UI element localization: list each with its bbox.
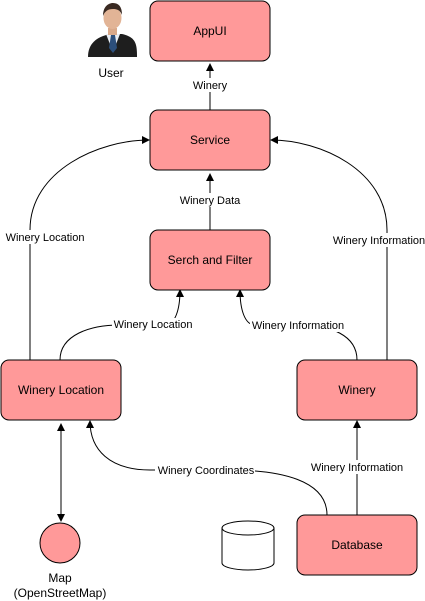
node-service: Service xyxy=(149,109,271,171)
edge-label-service-to-appui: Winery xyxy=(190,78,230,92)
edge-label-database-to-winery: Winery Information xyxy=(308,460,406,474)
svg-text:Winery Data: Winery Data xyxy=(180,195,241,207)
svg-text:Winery: Winery xyxy=(338,383,375,397)
map-sublabel: (OpenStreetMap) xyxy=(14,586,107,600)
svg-text:Winery: Winery xyxy=(193,80,228,92)
node-search-filter: Serch and Filter xyxy=(149,229,271,291)
edge-label-winery-to-service: Winery Information xyxy=(331,233,425,247)
edge-label-search-to-service: Winery Data xyxy=(178,193,242,207)
edge-label-winery-to-search: Winery Information xyxy=(250,318,346,332)
cylinder-database-icon xyxy=(221,520,275,571)
svg-text:Winery Information: Winery Information xyxy=(333,235,425,247)
user-icon xyxy=(88,3,137,57)
svg-text:Winery Location: Winery Location xyxy=(114,319,193,331)
svg-text:AppUI: AppUI xyxy=(193,24,226,38)
map-label: Map xyxy=(48,571,72,585)
node-database: Database xyxy=(296,514,418,576)
svg-text:Winery Information: Winery Information xyxy=(252,320,344,332)
svg-text:Winery Coordinates: Winery Coordinates xyxy=(158,465,255,477)
svg-text:Winery Location: Winery Location xyxy=(6,232,85,244)
svg-text:Serch and Filter: Serch and Filter xyxy=(168,253,253,267)
edge-label-location-to-search: Winery Location xyxy=(112,318,196,332)
node-winery: Winery xyxy=(296,359,418,421)
svg-text:Winery Information: Winery Information xyxy=(311,462,403,474)
edge-location-to-service xyxy=(29,136,150,360)
node-map xyxy=(39,522,81,564)
user-label: User xyxy=(98,66,123,80)
svg-text:Database: Database xyxy=(331,538,383,552)
edge-label-location-to-service: Winery Location xyxy=(4,230,88,244)
node-winery-location: Winery Location xyxy=(0,359,122,421)
svg-text:Winery Location: Winery Location xyxy=(18,383,104,397)
svg-text:Service: Service xyxy=(190,133,230,147)
node-appui: AppUI xyxy=(149,0,271,62)
edge-winery-to-service xyxy=(270,136,388,360)
edge-label-database-to-location: Winery Coordinates xyxy=(155,463,255,477)
